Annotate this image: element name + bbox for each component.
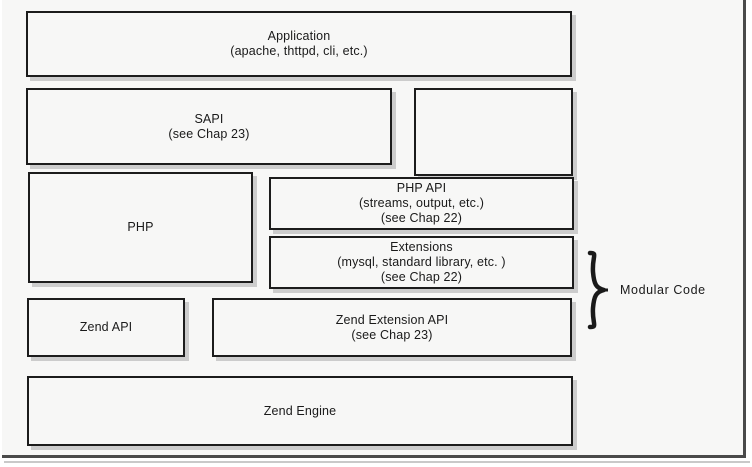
box-zend-engine-line-1: Zend Engine xyxy=(263,403,337,418)
modular-code-label: Modular Code xyxy=(620,283,706,297)
box-php: PHP xyxy=(28,172,253,283)
diagram-frame-bottom-shadow xyxy=(4,461,750,463)
diagram-frame-left-edge xyxy=(0,0,2,458)
box-extensions-label: Extensions (mysql, standard library, etc… xyxy=(333,240,510,285)
box-zend-engine: Zend Engine xyxy=(27,376,573,446)
box-php-api: PHP API (streams, output, etc.) (see Cha… xyxy=(269,177,574,230)
box-zend-extension-api-line-1: Zend Extension API xyxy=(335,312,449,327)
modular-code-brace xyxy=(586,250,608,330)
box-php-line-1: PHP xyxy=(127,220,154,234)
box-zend-api-line-1: Zend API xyxy=(79,320,133,334)
box-sapi-line-2: (see Chap 23) xyxy=(168,126,250,141)
box-application: Application (apache, thttpd, cli, etc.) xyxy=(26,11,572,77)
box-blank-upper-right xyxy=(414,88,573,176)
box-extensions-line-3: (see Chap 22) xyxy=(380,270,463,284)
box-zend-api: Zend API xyxy=(27,298,185,357)
box-php-api-line-3: (see Chap 22) xyxy=(380,211,463,225)
box-zend-extension-api-line-2: (see Chap 23) xyxy=(351,327,433,342)
box-application-line-1: Application xyxy=(267,29,331,43)
box-php-api-line-1: PHP API xyxy=(396,181,447,195)
box-extensions-line-2: (mysql, standard library, etc. ) xyxy=(337,255,506,269)
box-zend-engine-label: Zend Engine xyxy=(260,404,341,419)
box-php-label: PHP xyxy=(123,220,157,235)
box-zend-extension-api-label: Zend Extension API (see Chap 23) xyxy=(332,313,453,343)
box-php-api-label: PHP API (streams, output, etc.) (see Cha… xyxy=(355,181,488,226)
box-php-api-line-2: (streams, output, etc.) xyxy=(358,196,485,210)
box-extensions: Extensions (mysql, standard library, etc… xyxy=(269,236,574,289)
box-zend-extension-api: Zend Extension API (see Chap 23) xyxy=(212,298,572,357)
box-application-line-2: (apache, thttpd, cli, etc.) xyxy=(230,44,368,58)
box-application-label: Application (apache, thttpd, cli, etc.) xyxy=(226,29,371,59)
box-sapi-line-1: SAPI xyxy=(194,111,224,126)
box-sapi: SAPI (see Chap 23) xyxy=(26,88,392,165)
box-zend-api-label: Zend API xyxy=(76,320,137,335)
box-sapi-label: SAPI (see Chap 23) xyxy=(164,112,253,142)
box-extensions-line-1: Extensions xyxy=(390,240,453,254)
